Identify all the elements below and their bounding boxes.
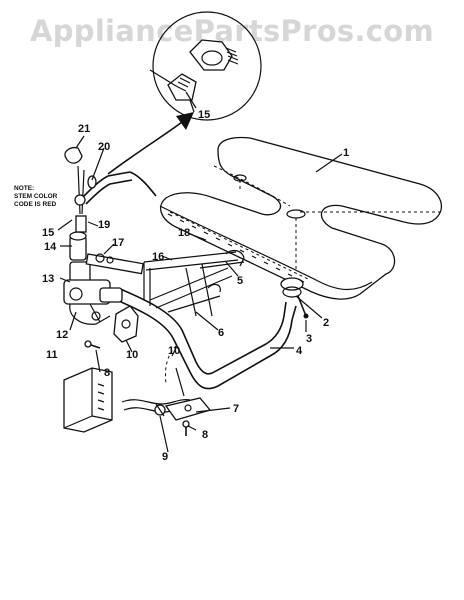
- label-part-7: 7: [233, 403, 239, 415]
- note-line-3: CODE IS RED: [14, 201, 57, 208]
- label-part-21: 21: [78, 123, 90, 135]
- label-part-6: 6: [218, 327, 224, 339]
- label-part-17: 17: [112, 237, 124, 249]
- part-labels: 1 2 3 4 5 6 7 8 8 9 10 10 11 12 13 14 15…: [42, 109, 349, 463]
- burner-mount: [280, 277, 309, 319]
- venturi-tube: [111, 287, 297, 390]
- leader-lines: [57, 99, 343, 453]
- label-part-2: 2: [323, 317, 329, 329]
- bracket: [113, 305, 139, 343]
- label-part-9: 9: [162, 451, 168, 463]
- note-line-2: STEM COLOR: [14, 193, 58, 200]
- inset-circle: [149, 11, 262, 121]
- valve-assembly: [63, 231, 144, 325]
- label-part-10b: 10: [168, 345, 180, 357]
- stem-and-knob: [64, 146, 157, 233]
- label-part-8a: 8: [104, 367, 110, 379]
- label-part-10a: 10: [126, 349, 138, 361]
- label-part-1: 1: [343, 147, 349, 159]
- label-part-19: 19: [98, 219, 110, 231]
- electrode-rods: [143, 249, 245, 317]
- label-part-20: 20: [98, 141, 110, 153]
- ignitor-module: [63, 367, 113, 433]
- note-block: NOTE: STEM COLOR CODE IS RED: [14, 185, 58, 208]
- label-part-12: 12: [56, 329, 68, 341]
- label-part-13: 13: [42, 273, 54, 285]
- label-part-16: 16: [152, 251, 164, 263]
- label-part-11: 11: [46, 349, 58, 361]
- label-part-14: 14: [44, 241, 57, 253]
- label-part-15b: 15: [198, 109, 210, 121]
- label-part-8b: 8: [202, 429, 208, 441]
- note-line-1: NOTE:: [14, 185, 34, 192]
- screws: [84, 340, 190, 436]
- label-part-5: 5: [237, 275, 243, 287]
- label-part-3: 3: [306, 333, 312, 345]
- burner: [159, 136, 443, 300]
- watermark: AppliancePartsPros.com: [29, 14, 435, 48]
- label-part-15a: 15: [42, 227, 54, 239]
- pointer-arrow: [107, 112, 194, 175]
- label-part-4: 4: [296, 345, 303, 357]
- label-part-18: 18: [178, 227, 190, 239]
